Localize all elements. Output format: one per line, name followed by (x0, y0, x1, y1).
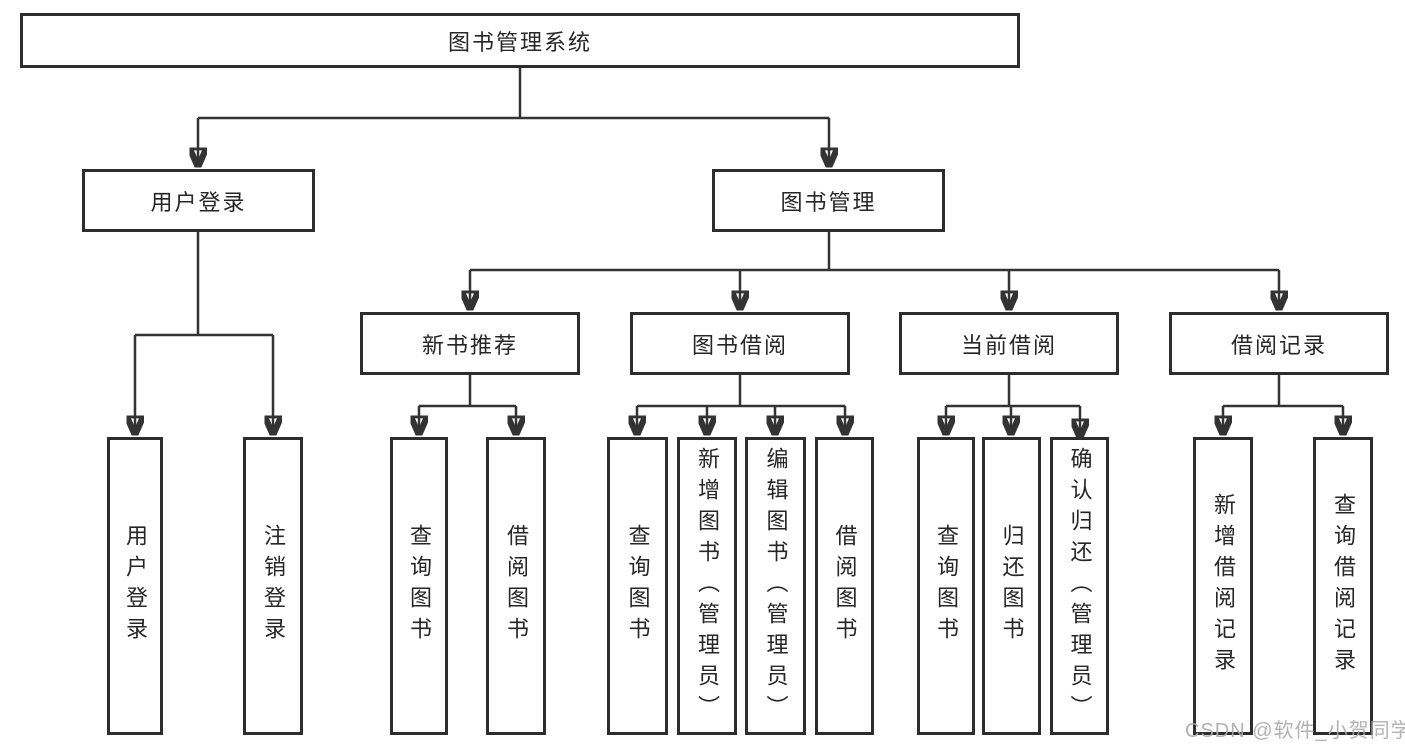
leaf-query-borrow-record: 查询借阅记录 (1313, 437, 1373, 735)
node-borrowing-records: 借阅记录 (1169, 312, 1389, 375)
leaf-borrow-books-recommend: 借阅图书 (486, 437, 546, 735)
leaf-query-books-recommend: 查询图书 (390, 437, 448, 735)
leaf-add-books-admin: 新增图书（管理员） (677, 437, 737, 735)
leaf-user-login: 用户登录 (107, 437, 163, 735)
node-book-borrowing: 图书借阅 (630, 312, 850, 375)
leaf-confirm-return-admin: 确认归还（管理员） (1050, 437, 1109, 735)
node-user-login: 用户登录 (82, 169, 315, 232)
leaf-logout: 注销登录 (243, 437, 303, 735)
node-library-management-system: 图书管理系统 (20, 13, 1020, 68)
leaf-return-books: 归还图书 (982, 437, 1041, 735)
csdn-watermark: CSDN @软件_小贺同学 (1185, 720, 1405, 742)
leaf-borrow-books: 借阅图书 (815, 437, 874, 735)
leaf-add-borrow-record: 新增借阅记录 (1193, 437, 1253, 735)
node-new-book-recommendation: 新书推荐 (360, 312, 580, 375)
node-book-management: 图书管理 (712, 169, 945, 232)
leaf-query-books-current: 查询图书 (917, 437, 975, 735)
leaf-edit-books-admin: 编辑图书（管理员） (745, 437, 806, 735)
leaf-query-books-borrowing: 查询图书 (607, 437, 668, 735)
node-current-borrowing: 当前借阅 (899, 312, 1119, 375)
